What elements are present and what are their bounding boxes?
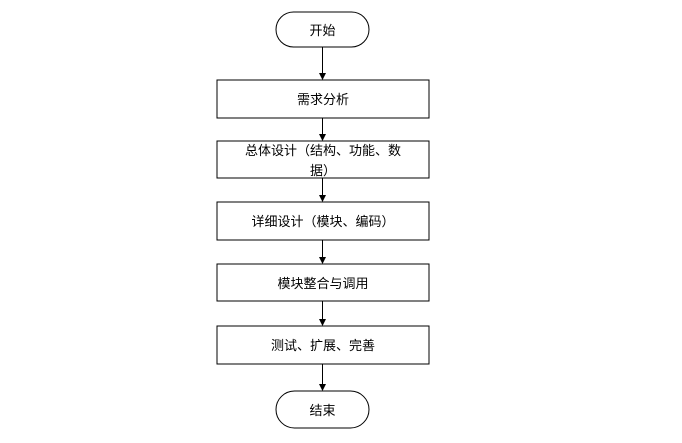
step-label-requirements: 需求分析 xyxy=(297,93,349,108)
connectors xyxy=(319,47,326,391)
process-box-testing: 测试、扩展、完善 xyxy=(216,325,430,365)
end-label: 结束 xyxy=(309,404,335,419)
connector-step2-to-step3 xyxy=(319,178,326,202)
connector-step4-to-step5 xyxy=(319,301,326,326)
connector-start-to-step1 xyxy=(319,47,326,80)
process-box-overall-design: 总体设计（结构、功能、数 据） xyxy=(216,140,430,179)
step-label-detailed-design: 详细设计（模块、编码） xyxy=(251,215,394,230)
process-box-requirements: 需求分析 xyxy=(216,79,430,119)
start-node: 开始 xyxy=(275,11,370,48)
step-label-overall-design-line2: 据） xyxy=(310,164,336,179)
end-node: 结束 xyxy=(275,390,370,429)
connector-step5-to-end xyxy=(319,364,326,391)
step-label-testing: 测试、扩展、完善 xyxy=(271,338,375,354)
process-box-detailed-design: 详细设计（模块、编码） xyxy=(216,201,430,241)
process-box-module-integration: 模块整合与调用 xyxy=(216,263,430,302)
start-label: 开始 xyxy=(309,24,335,39)
connector-step3-to-step4 xyxy=(319,240,326,264)
step-label-module-integration: 模块整合与调用 xyxy=(277,277,368,292)
step-label-overall-design-line1: 总体设计（结构、功能、数 xyxy=(245,144,401,159)
connector-step1-to-step2 xyxy=(319,118,326,141)
